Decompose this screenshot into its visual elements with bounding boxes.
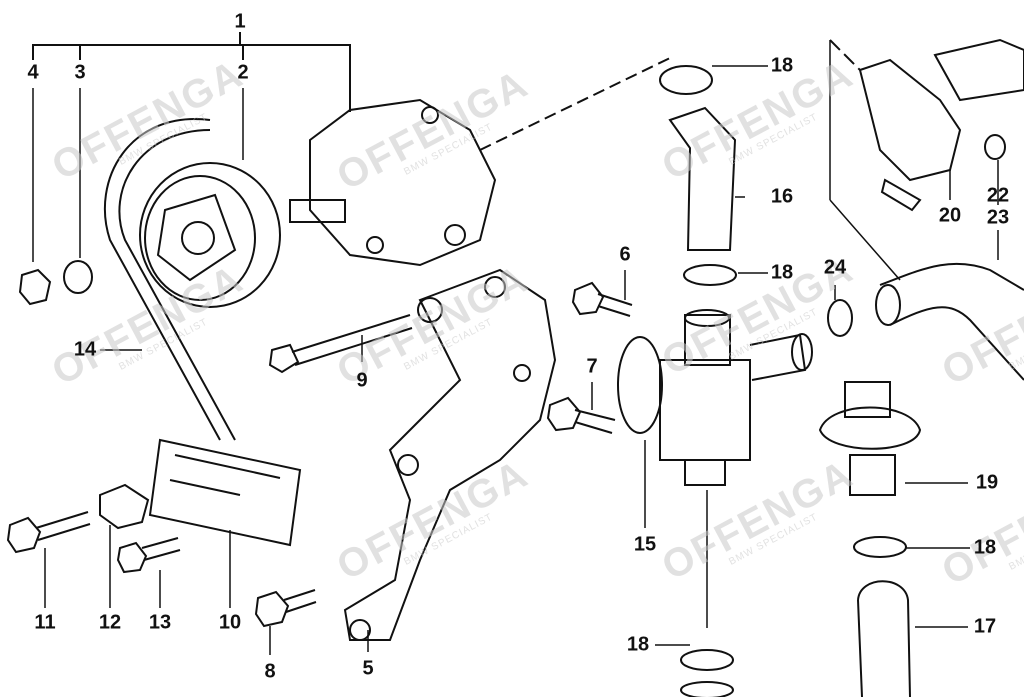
- part-label-18: 18: [770, 54, 794, 77]
- vacuum-pump-drawing: [289, 98, 497, 267]
- part-label-14: 14: [73, 338, 97, 361]
- part-label-12: 12: [98, 611, 122, 634]
- part-label-6: 6: [619, 243, 631, 266]
- part-label-13: 13: [148, 611, 172, 634]
- part-label-23: 23: [986, 206, 1010, 229]
- thermostat-housing-drawing: [617, 309, 813, 486]
- hose-drawing: [857, 580, 911, 697]
- part-label-1: 1: [234, 10, 246, 33]
- part-label-24: 24: [823, 256, 847, 279]
- part-label-4: 4: [27, 61, 39, 84]
- tensioner-drawing: [148, 438, 302, 547]
- part-label-2: 2: [237, 61, 249, 84]
- part-label-7: 7: [586, 355, 598, 378]
- part-label-9: 9: [356, 369, 368, 392]
- part-label-5: 5: [362, 657, 374, 680]
- part-label-11: 11: [34, 611, 56, 634]
- part-label-16: 16: [770, 185, 794, 208]
- pulley-drawing: [139, 162, 281, 308]
- bracket-drawing: [343, 268, 557, 641]
- part-label-3: 3: [74, 61, 86, 84]
- part-label-18: 18: [626, 633, 650, 656]
- part-label-10: 10: [218, 611, 242, 634]
- part-label-15: 15: [633, 533, 657, 556]
- belt-drawing: [104, 118, 236, 441]
- part-label-22: 22: [986, 184, 1010, 207]
- part-label-18: 18: [770, 261, 794, 284]
- part-label-8: 8: [264, 660, 276, 683]
- washer-drawing: [63, 260, 93, 294]
- nut-drawing: [18, 268, 52, 306]
- hose-drawing: [668, 106, 737, 251]
- part-label-19: 19: [975, 471, 999, 494]
- clamp-drawing: [659, 65, 713, 95]
- part-label-18: 18: [973, 536, 997, 559]
- part-label-20: 20: [938, 204, 962, 227]
- valve-assembly-drawing: [858, 38, 1024, 212]
- valve-drawing: [818, 381, 922, 496]
- leader-line: [32, 32, 351, 112]
- part-label-17: 17: [973, 615, 997, 638]
